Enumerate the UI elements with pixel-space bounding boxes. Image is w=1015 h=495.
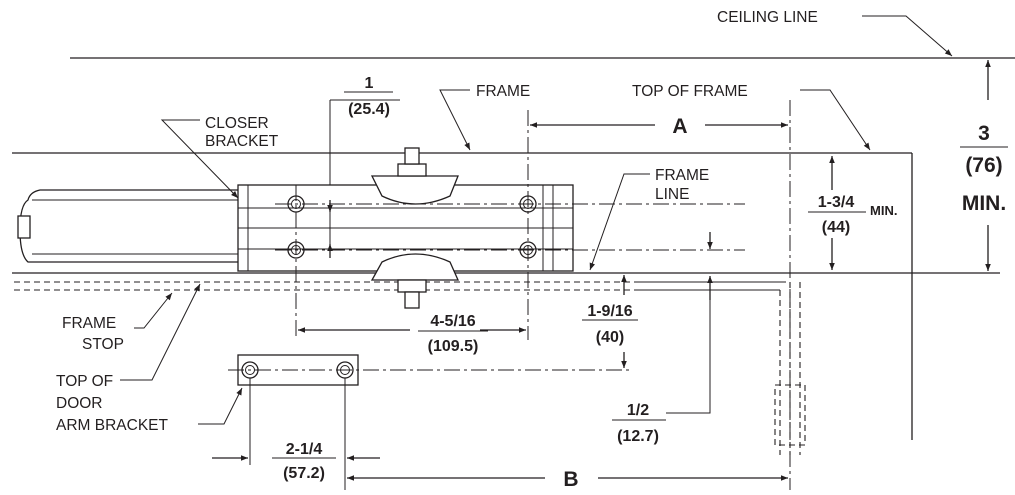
dim-1-inch: 1 [365, 75, 374, 92]
top-of-door-label-1: TOP OF [56, 373, 113, 390]
dim-4516-mm: (109.5) [428, 338, 479, 355]
dim-1916-mm: (40) [596, 329, 624, 346]
dim-214-mm: (57.2) [283, 465, 325, 482]
dim-b-label: B [563, 468, 578, 491]
frame-stop-label-1: FRAME [62, 315, 116, 332]
ceiling-line-label: CEILING LINE [717, 9, 818, 26]
dim-3-inch: 3 [978, 122, 990, 145]
dim-3-note: MIN. [962, 192, 1006, 215]
closer-bracket-label-1: CLOSER [205, 115, 269, 132]
dim-3-mm: (76) [965, 154, 1002, 177]
closer-end-cap [17, 215, 31, 239]
dim-1916-inch: 1-9/16 [587, 303, 632, 320]
dim-12-inch: 1/2 [627, 402, 649, 419]
closer-cylinder [19, 189, 241, 263]
frame-label: FRAME [476, 83, 530, 100]
closer-bracket-label-2: BRACKET [205, 133, 279, 150]
dim-134-inch: 1-3/4 [818, 194, 855, 211]
top-of-door-label-2: DOOR [56, 395, 103, 412]
dim-1-mm: (25.4) [348, 101, 390, 118]
frame-stop-label-2: STOP [82, 336, 124, 353]
dim-134-mm: (44) [822, 219, 850, 236]
dim-12-mm: (12.7) [617, 428, 659, 445]
dim-134-note: MIN. [870, 203, 897, 218]
pinion-bottom [370, 253, 460, 281]
dim-4516-inch: 4-5/16 [430, 313, 475, 330]
arm-bracket-label: ARM BRACKET [56, 417, 168, 434]
frame-line-label-2: LINE [655, 186, 689, 203]
frame-stop-dashed [14, 281, 780, 291]
door-dashed [640, 281, 801, 455]
dim-214-inch: 2-1/4 [286, 441, 323, 458]
dim-a-label: A [672, 115, 687, 138]
top-of-frame-label: TOP OF FRAME [632, 83, 748, 100]
frame-line-label-1: FRAME [655, 167, 709, 184]
